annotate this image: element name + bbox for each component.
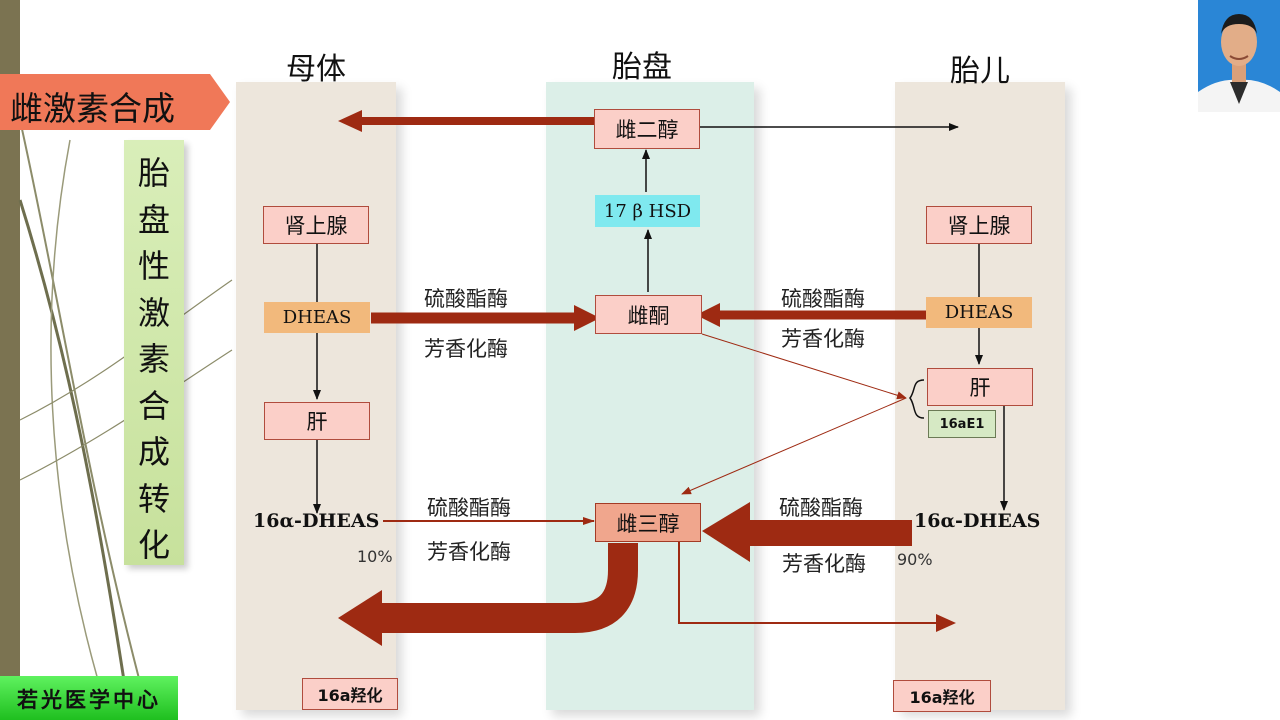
- title-banner: [0, 74, 230, 130]
- column-header-fetus: 胎儿: [950, 54, 1010, 89]
- mother-lane: [236, 82, 396, 710]
- placenta-lane: [546, 82, 754, 710]
- enzyme-aromatase-fetus-bottom: 芳香化酶: [782, 552, 866, 576]
- enzyme-sulfatase-fetus-top: 硫酸酯酶: [781, 287, 865, 311]
- enzyme-sulfatase-mother-top: 硫酸酯酶: [424, 287, 508, 311]
- page-title: 雌激素合成: [10, 89, 175, 128]
- mother-percentage: 10%: [357, 547, 393, 566]
- fetus-16a-dheas-label: 16α-DHEAS: [914, 510, 1041, 532]
- mother-hydroxylation-tag: 16a羟化: [302, 678, 398, 710]
- enzyme-sulfatase-mother-bottom: 硫酸酯酶: [427, 496, 511, 520]
- logo-text: 若光医学中心: [17, 687, 161, 712]
- left-accent-bar: [0, 0, 20, 720]
- column-header-placenta: 胎盘: [612, 50, 672, 85]
- fetus-percentage: 90%: [897, 550, 933, 569]
- fetus-16ae1-tag: 16aE1: [928, 410, 996, 438]
- mother-adrenal-box: 肾上腺: [263, 206, 369, 244]
- enzyme-aromatase-mother-top: 芳香化酶: [424, 337, 508, 361]
- vertical-title: 胎盘性 激素合 成转化: [137, 154, 170, 564]
- fetus-adrenal-box: 肾上腺: [926, 206, 1032, 244]
- estrone-box: 雌酮: [595, 295, 702, 334]
- logo-panel: [0, 676, 178, 720]
- hsd-enzyme-label: 17 β HSD: [595, 195, 700, 227]
- estradiol-box: 雌二醇: [594, 109, 700, 149]
- enzyme-sulfatase-fetus-bottom: 硫酸酯酶: [779, 496, 863, 520]
- fetus-hydroxylation-tag: 16a羟化: [893, 680, 991, 712]
- presenter-avatar: [1198, 0, 1280, 112]
- vertical-title-panel: [124, 140, 184, 565]
- mother-liver-box: 肝: [264, 402, 370, 440]
- fetus-liver-box: 肝: [927, 368, 1033, 406]
- estriol-box: 雌三醇: [595, 503, 701, 542]
- fetus-dheas-label: DHEAS: [926, 297, 1032, 328]
- mother-dheas-label: DHEAS: [264, 302, 370, 333]
- enzyme-aromatase-fetus-top: 芳香化酶: [781, 327, 865, 351]
- enzyme-aromatase-mother-bottom: 芳香化酶: [427, 540, 511, 564]
- column-header-mother: 母体: [286, 52, 346, 87]
- mother-16a-dheas-label: 16α-DHEAS: [253, 510, 380, 532]
